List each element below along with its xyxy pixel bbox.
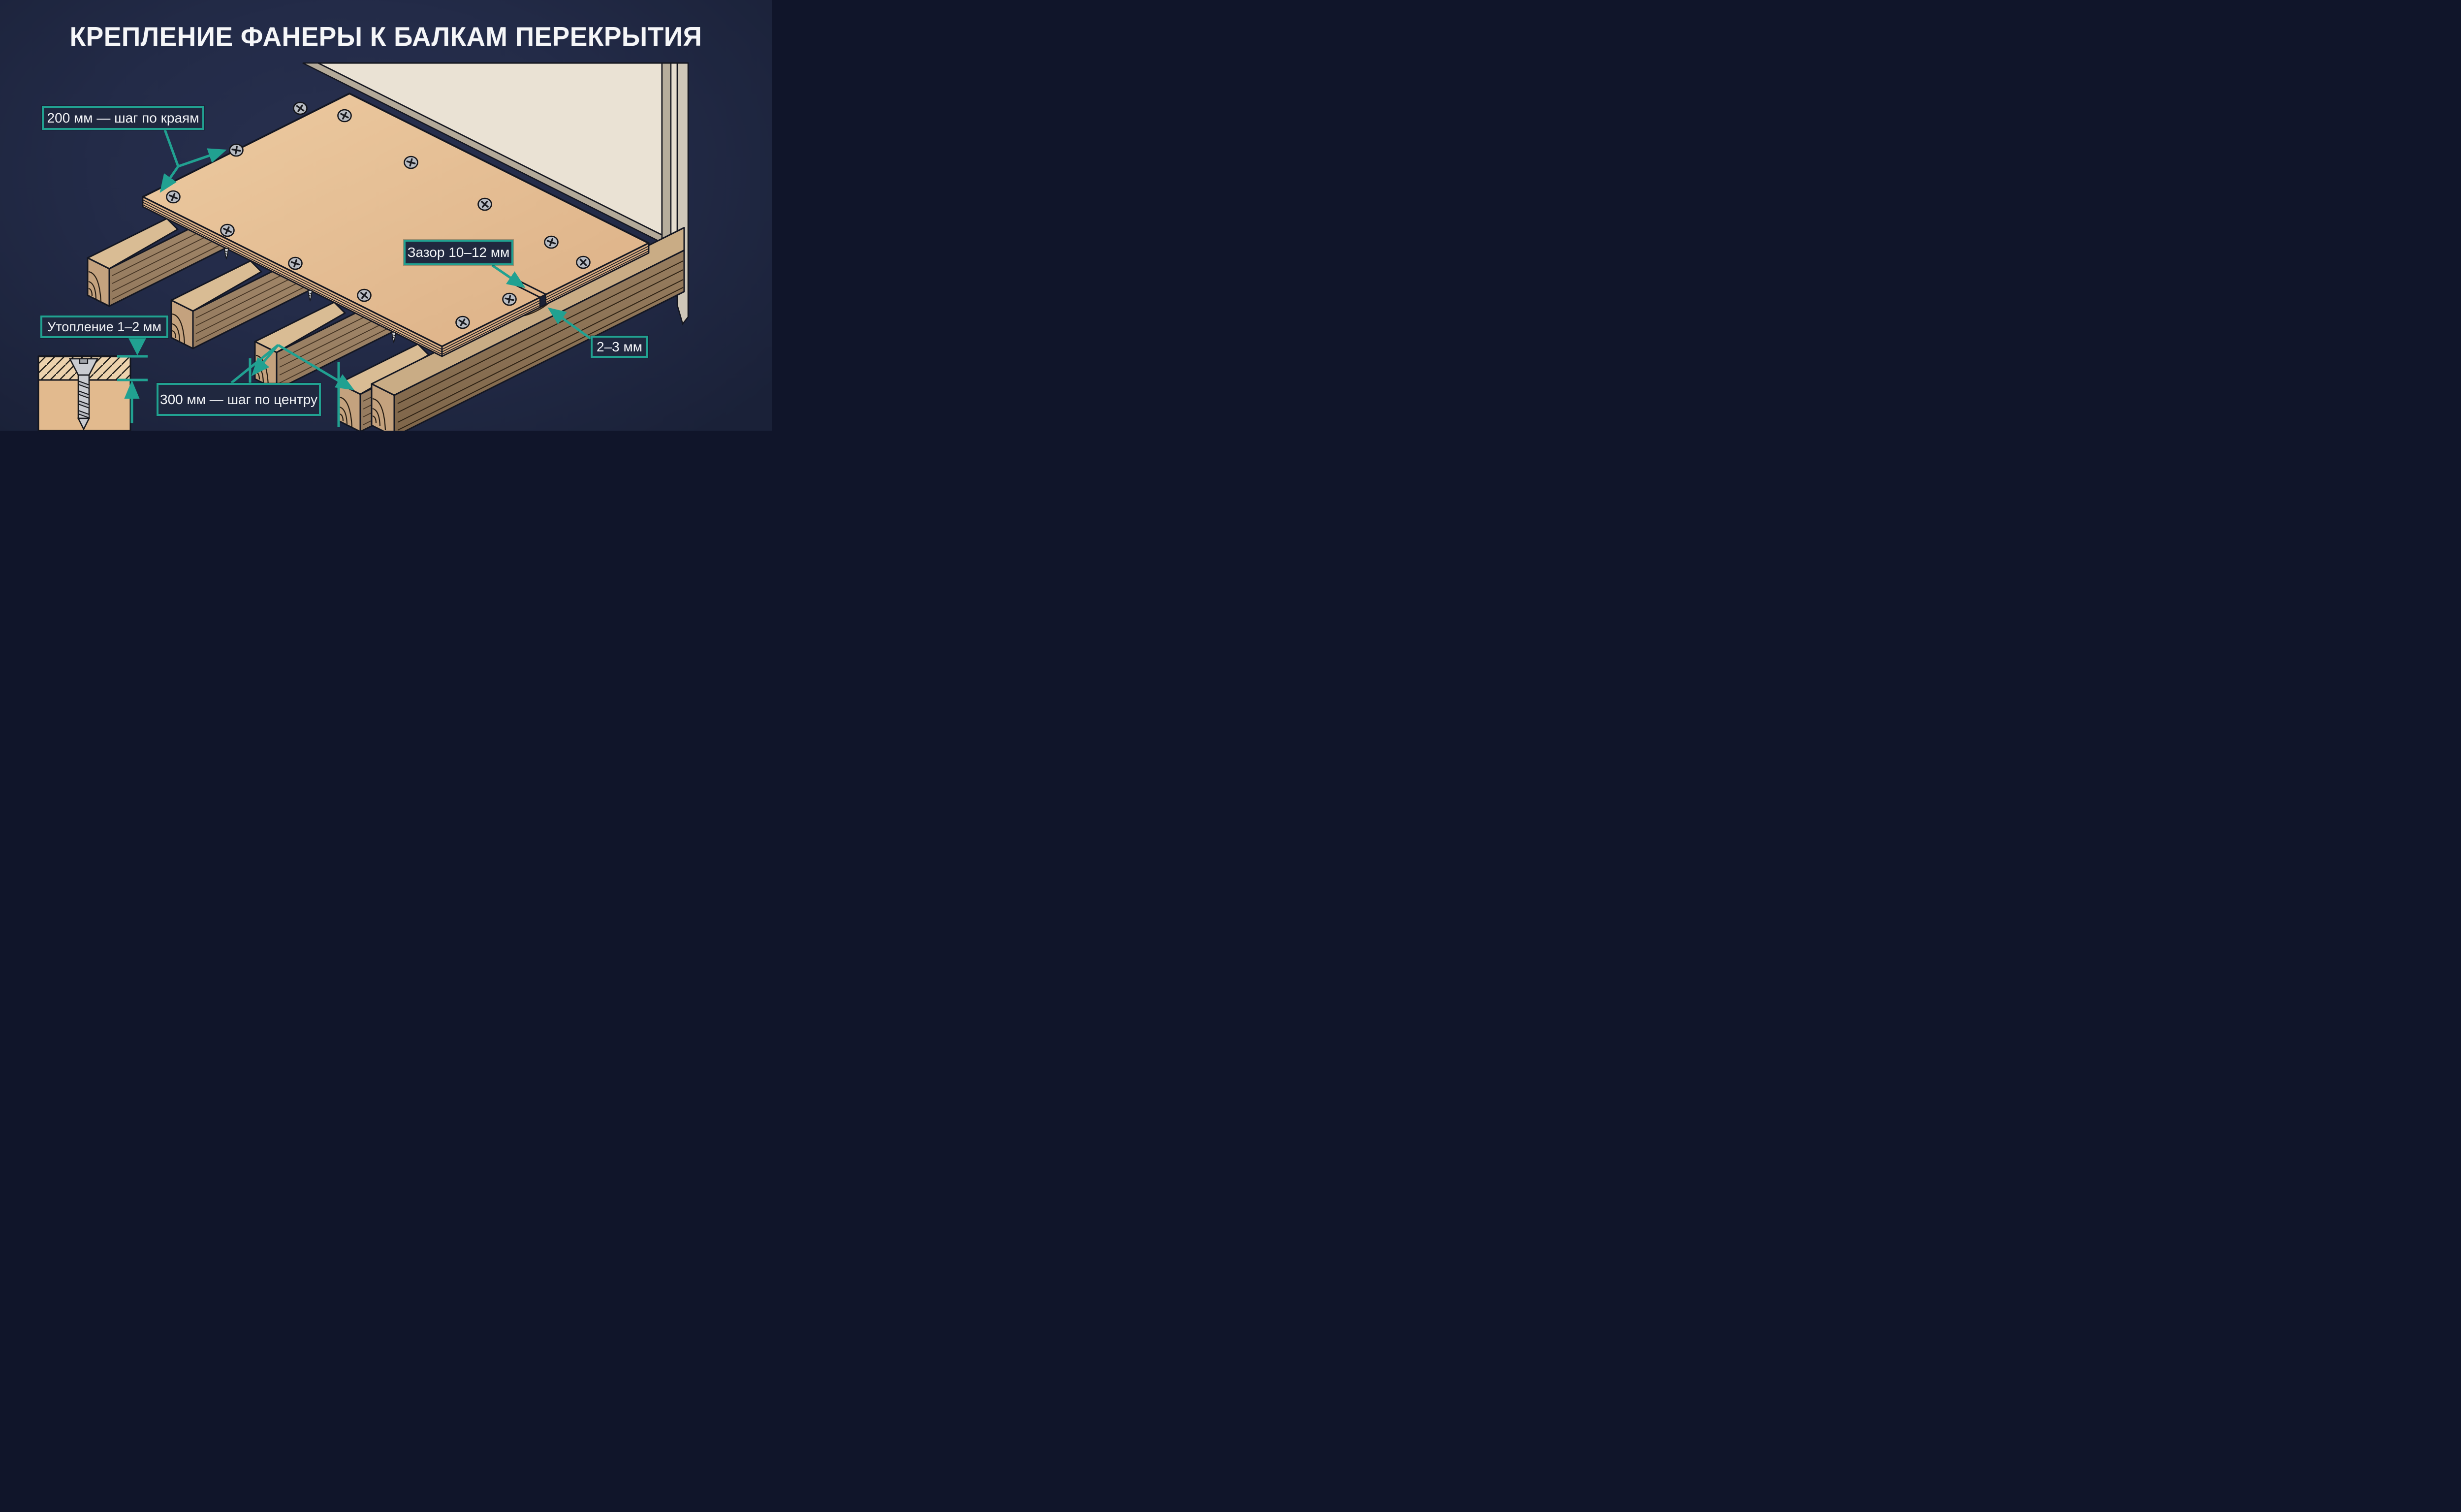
callout-sheet-gap: 2–3 мм	[591, 336, 648, 358]
wall	[302, 62, 689, 325]
callout-wall-gap: Зазор 10–12 мм	[404, 240, 513, 265]
center-spacing-arrows	[230, 344, 355, 427]
callout-edge-spacing: 200 мм — шаг по краям	[42, 106, 204, 130]
callout-center-spacing-label: 300 мм — шаг по центру	[160, 391, 317, 407]
screws	[166, 101, 591, 329]
annotation-lines	[117, 129, 592, 427]
callout-edge-spacing-label: 200 мм — шаг по краям	[47, 110, 199, 126]
screw-tip-icon	[307, 290, 313, 302]
page-title: КРЕПЛЕНИЕ ФАНЕРЫ К БАЛКАМ ПЕРЕКРЫТИЯ	[69, 21, 702, 52]
edge-joist-end	[371, 383, 395, 431]
countersink-dimension	[117, 338, 148, 423]
infographic-canvas: КРЕПЛЕНИЕ ФАНЕРЫ К БАЛКАМ ПЕРЕКРЫТИЯ 200…	[0, 0, 772, 431]
callout-countersink-label: Утопление 1–2 мм	[47, 319, 161, 334]
illustration	[37, 62, 689, 431]
screw-tips	[223, 248, 397, 344]
countersunk-screw-icon	[68, 358, 99, 431]
wall-gap-arrow	[491, 264, 526, 288]
callout-sheet-gap-label: 2–3 мм	[597, 339, 642, 354]
screw-tip-icon	[391, 332, 397, 344]
screw-tip-icon	[223, 248, 229, 260]
countersink-inset	[37, 355, 131, 431]
callout-center-spacing: 300 мм — шаг по центру	[157, 383, 321, 416]
callout-wall-gap-label: Зазор 10–12 мм	[407, 245, 510, 260]
sheet-gap-arrow	[547, 307, 592, 340]
edge-spacing-arrows	[159, 129, 227, 193]
callout-countersink: Утопление 1–2 мм	[40, 315, 168, 338]
